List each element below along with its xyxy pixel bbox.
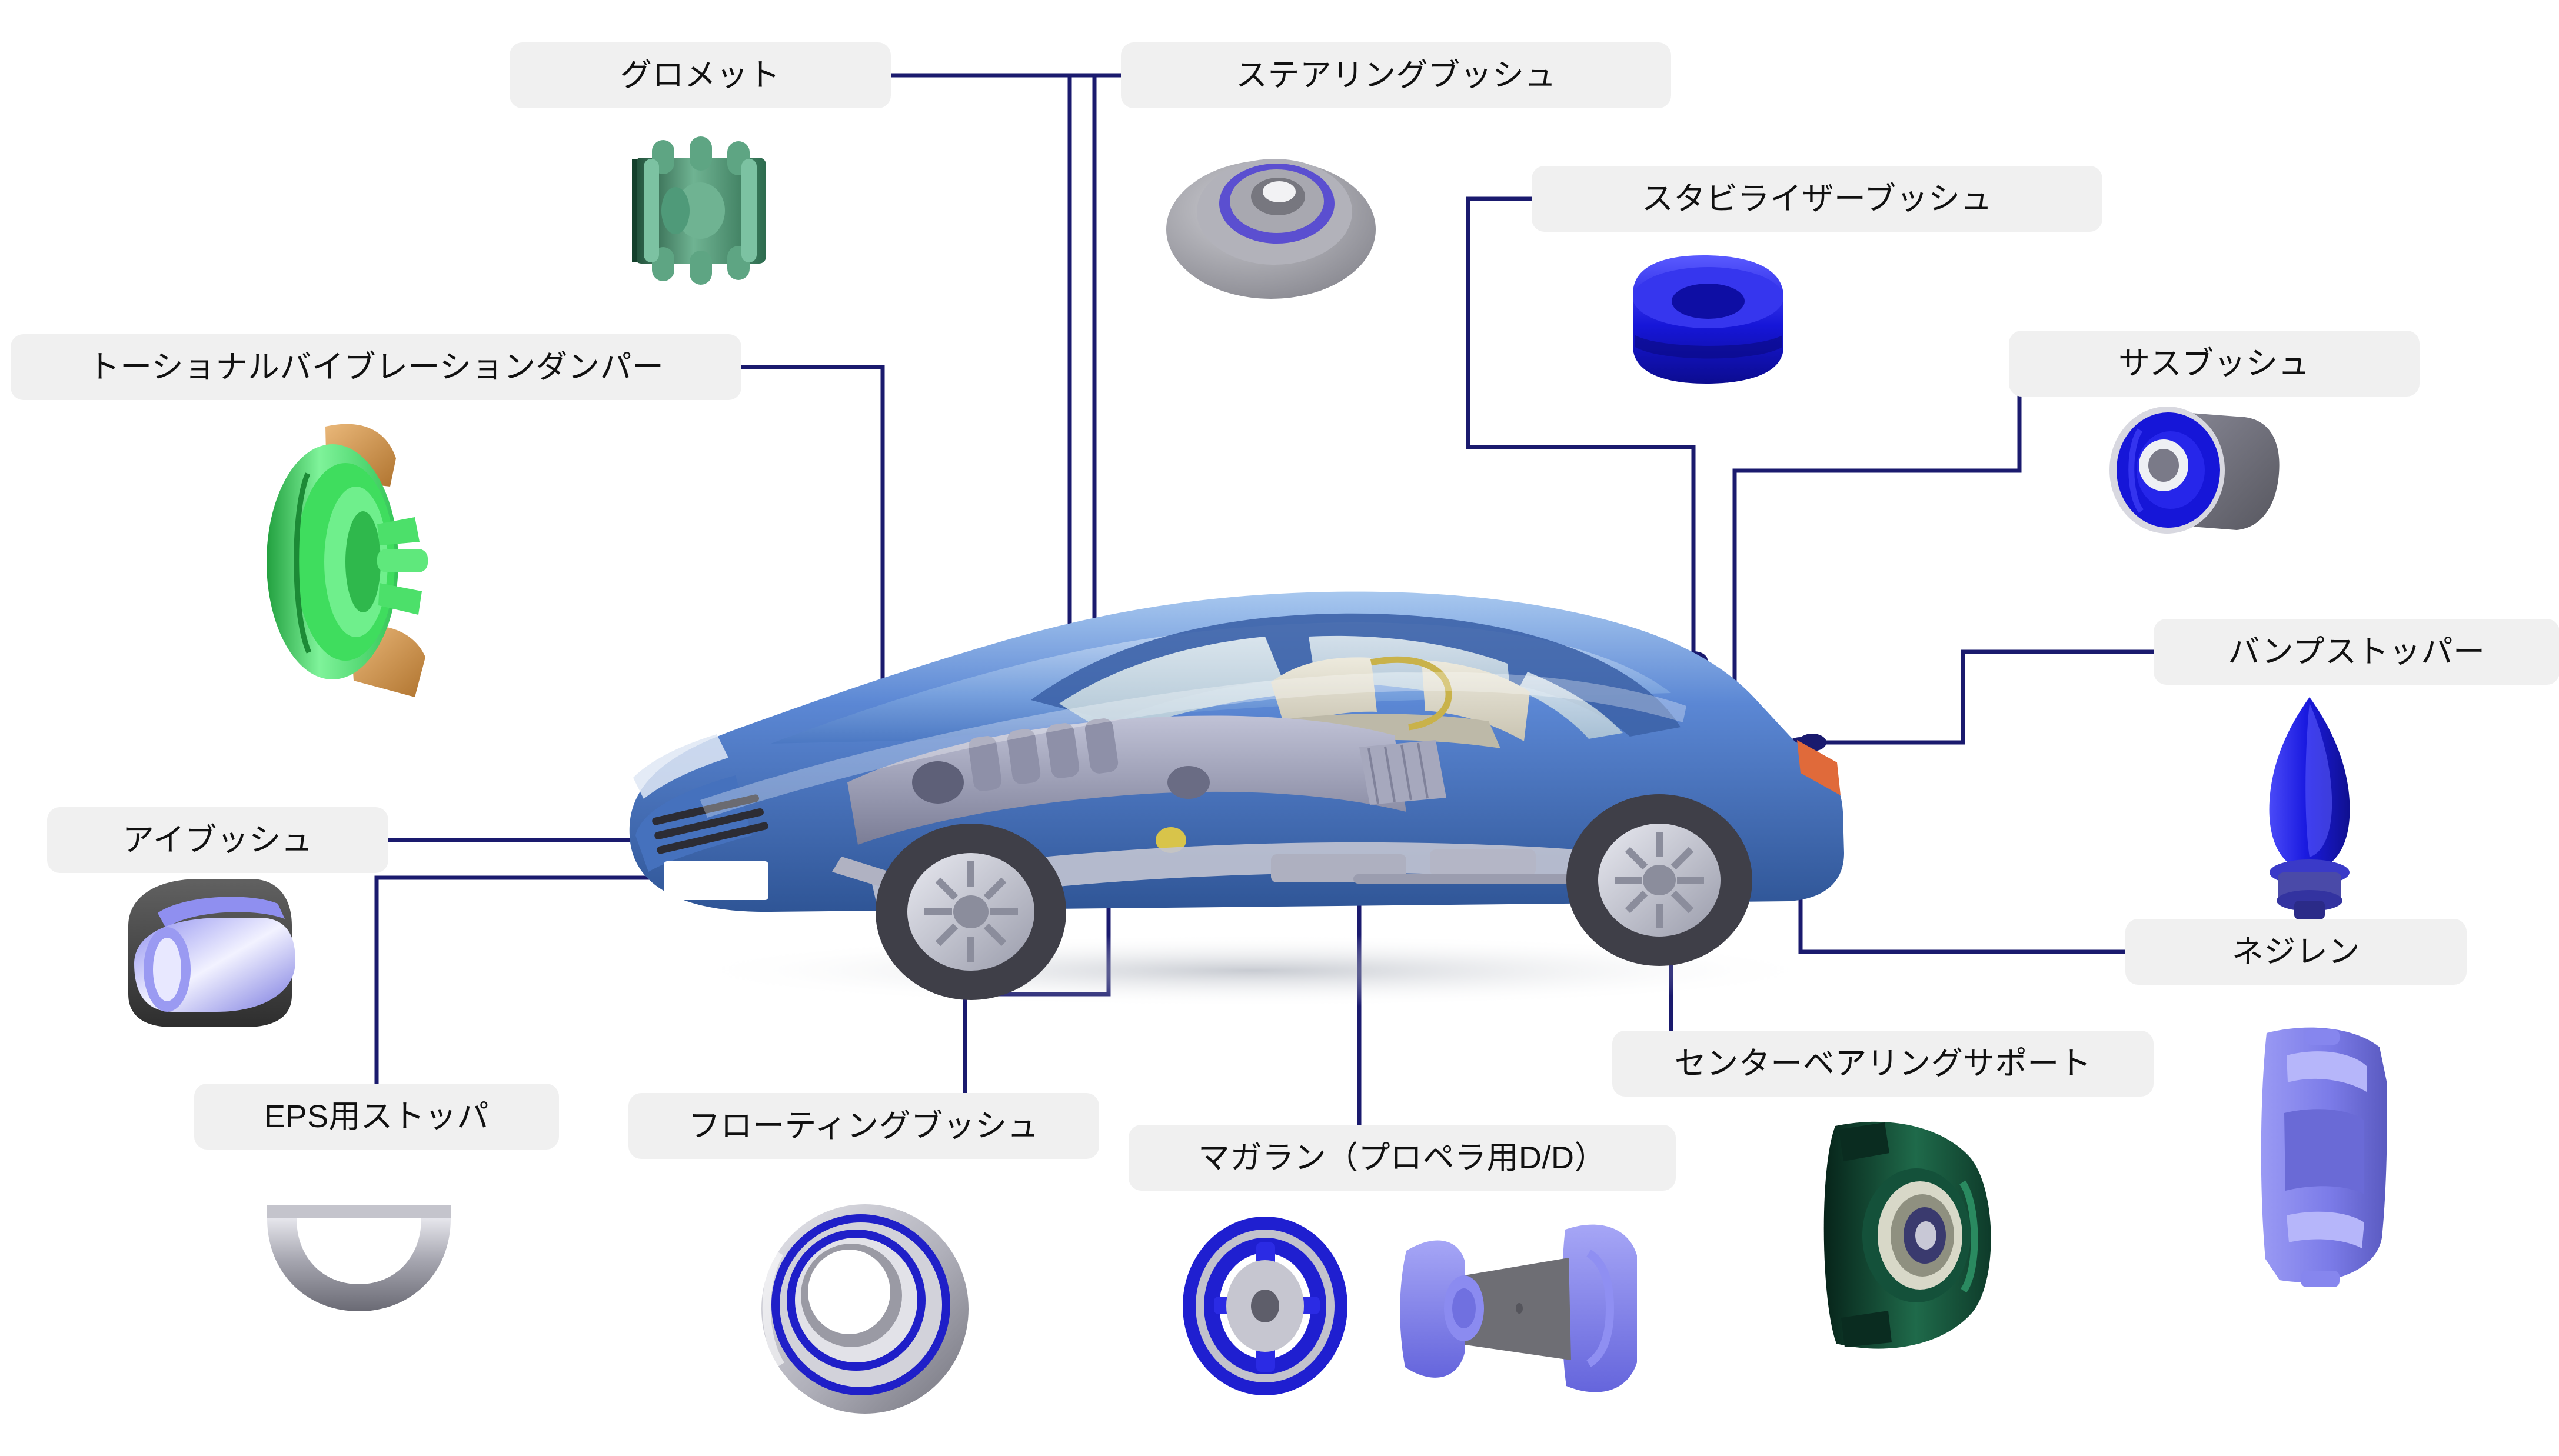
car-grille [652,794,768,854]
magaran-coupling-illustration [1395,1212,1648,1406]
label-torsional-vibration-damper[interactable]: トーショナルバイブレーションダンパー [11,334,741,400]
car-rear-wheel [1566,794,1752,966]
label-steering-bush[interactable]: ステアリングブッシュ [1121,42,1671,108]
car-front-wheel [876,824,1066,1000]
steering-bush-illustration [1153,124,1389,306]
label-bump-stopper[interactable]: バンプストッパー [2154,619,2559,685]
grommet-illustration [600,134,800,287]
car-seat-front [1271,657,1377,732]
label-magaran-propeller-dd[interactable]: マガラン（プロペラ用D/D） [1129,1125,1676,1191]
car-exhaust-muffler [1430,849,1536,875]
label-nejiren[interactable]: ネジレン [2125,919,2467,985]
label-grommet[interactable]: グロメット [510,42,891,108]
car-fluid-reservoir [1156,827,1186,853]
cutaway-sedan-illustration [594,506,1918,1012]
eye-bush-illustration [101,869,313,1034]
label-center-bearing-support[interactable]: センターベアリングサポート [1612,1031,2154,1097]
label-stabilizer-bush[interactable]: スタビライザーブッシュ [1532,166,2102,232]
label-floating-bush[interactable]: フローティングブッシュ [628,1093,1099,1159]
car-license-plate [664,861,768,900]
label-eps-stopper[interactable]: EPS用ストッパ [194,1084,559,1150]
car-windshield [1059,637,1289,737]
car-radiator [1359,740,1446,805]
torsional-damper-illustration [238,391,474,732]
center-bearing-support-illustration [1815,1112,2009,1359]
label-eye-bush[interactable]: アイブッシュ [47,807,388,873]
car-headlight [633,734,728,799]
car-engine-accessory [1167,766,1210,799]
car-steering-hose [1370,656,1452,731]
suspension-bush-illustration [2098,397,2310,550]
eps-stopper-illustration [253,1197,465,1332]
car-engine-pulley [912,761,964,804]
car-side-glass-rear [1518,672,1623,739]
nejiren-illustration [2230,1018,2412,1300]
label-suspension-bush[interactable]: サスブッシュ [2009,331,2420,397]
stabilizer-bush-illustration [1615,247,1803,394]
magaran-disc-illustration [1168,1212,1362,1400]
car-radiator-fins [1367,742,1429,804]
bump-stopper-illustration [2221,691,2398,927]
floating-bush-illustration [744,1188,980,1424]
